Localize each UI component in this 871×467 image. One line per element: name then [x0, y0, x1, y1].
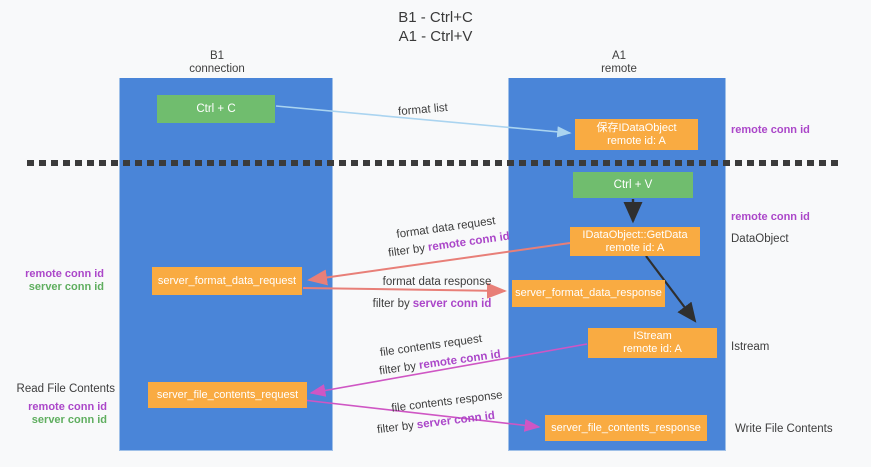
filter-by-text: filter by	[372, 298, 410, 310]
arrow-file-contents-request	[309, 343, 588, 397]
title-line-1: B1 - Ctrl+C	[398, 9, 473, 26]
arrow-format-data-request	[307, 242, 571, 286]
box-ctrl-v-label: Ctrl + V	[613, 178, 653, 191]
box-server-format-data-request-label: server_format_data_request	[157, 274, 297, 287]
left-server-conn-id-2: server conn id	[31, 414, 107, 426]
box-istream-line2: remote id: A	[623, 343, 682, 355]
lifeline-b1-name: B1	[209, 50, 225, 62]
label-dataobject: DataObject	[731, 233, 789, 245]
label-istream: Istream	[731, 341, 770, 353]
lifeline-header-b1: B1 connection	[157, 50, 277, 76]
box-server-file-contents-request-label: server_file_contents_request	[156, 388, 299, 401]
box-ctrl-c: Ctrl + C	[157, 95, 275, 123]
label-write-file-contents: Write File Contents	[735, 423, 833, 435]
lifeline-b1-role: connection	[189, 63, 245, 75]
box-server-format-data-request: server_format_data_request	[152, 267, 302, 295]
arrow-format-list	[275, 105, 572, 138]
right-remote-conn-id-mid: remote conn id	[731, 211, 810, 223]
left-remote-conn-id-1: remote conn id	[25, 268, 104, 280]
box-idataobject-getdata-line2: remote id: A	[605, 241, 665, 254]
lifeline-a1-name: A1	[611, 50, 627, 62]
box-ctrl-c-label: Ctrl + C	[196, 102, 236, 115]
diagram-title: B1 - Ctrl+C A1 - Ctrl+V	[0, 8, 871, 46]
lifeline-a1-role: remote	[601, 63, 637, 75]
left-remote-conn-id-2: remote conn id	[28, 401, 107, 413]
arrow-format-data-response	[302, 282, 507, 299]
box-server-file-contents-response-label: server_file_contents_response	[551, 421, 701, 434]
label-format-data-response: format data response	[382, 276, 492, 288]
box-server-file-contents-request: server_file_contents_request	[148, 382, 307, 408]
left-server-conn-id-1: server conn id	[28, 281, 104, 293]
box-server-format-data-response: server_format_data_response	[512, 280, 665, 307]
arrow-getdata-to-istream	[645, 255, 697, 323]
label-read-file-contents: Read File Contents	[16, 383, 115, 395]
box-idataobject-getdata-line1: IDataObject::GetData	[582, 228, 688, 241]
right-remote-conn-id-top: remote conn id	[731, 124, 810, 136]
server-conn-id-text: server conn id	[412, 298, 492, 310]
box-save-idataobject: 保存IDataObject remote id: A	[575, 119, 698, 150]
left-conn-id-group-2: remote conn id server conn id	[19, 401, 107, 427]
box-ctrl-v: Ctrl + V	[573, 172, 693, 198]
arrow-file-contents-response	[302, 399, 541, 432]
box-save-idataobject-line2: remote id: A	[607, 134, 666, 147]
box-server-file-contents-response: server_file_contents_response	[545, 415, 707, 441]
title-line-2: A1 - Ctrl+V	[398, 28, 473, 45]
box-istream: IStream remote id: A	[588, 328, 717, 358]
box-server-format-data-response-label: server_format_data_response	[515, 287, 662, 299]
lifeline-header-a1: A1 remote	[559, 50, 679, 76]
box-istream-line1: IStream	[633, 330, 672, 342]
box-save-idataobject-line1: 保存IDataObject	[596, 121, 677, 134]
box-idataobject-getdata: IDataObject::GetData remote id: A	[570, 227, 700, 256]
left-conn-id-group-1: remote conn id server conn id	[19, 268, 104, 294]
